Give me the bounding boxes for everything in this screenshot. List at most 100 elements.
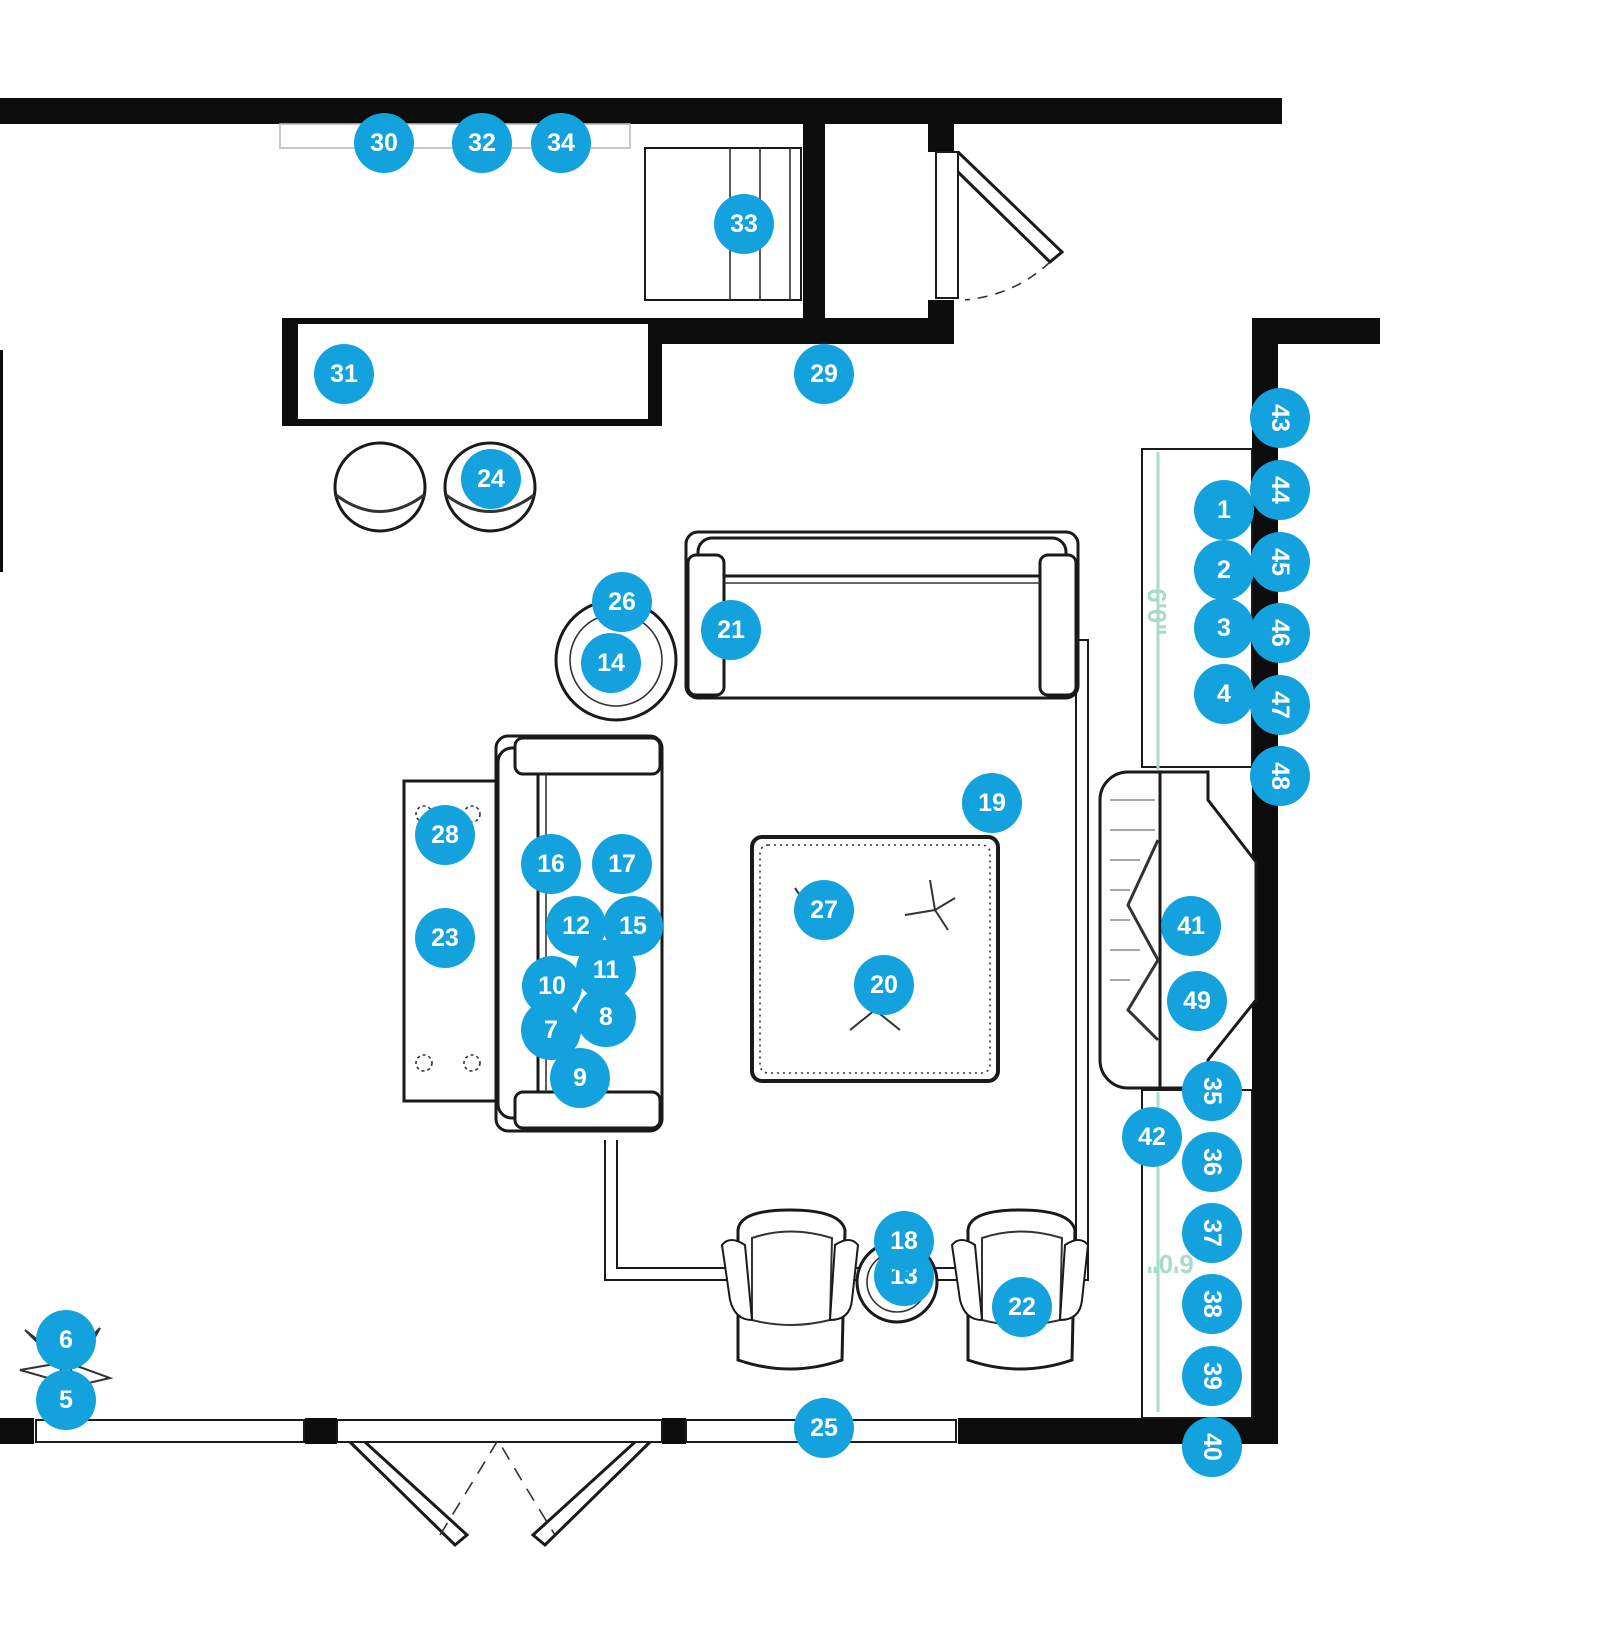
marker-circle — [1250, 388, 1310, 448]
marker-circle — [592, 572, 652, 632]
marker-38[interactable]: 38 — [1182, 1274, 1242, 1334]
marker-28[interactable]: 28 — [415, 805, 475, 865]
marker-46[interactable]: 46 — [1250, 603, 1310, 663]
marker-circle — [1182, 1132, 1242, 1192]
marker-10[interactable]: 10 — [522, 956, 582, 1016]
marker-44[interactable]: 44 — [1250, 460, 1310, 520]
chair-right-arm-r — [1058, 1239, 1090, 1322]
closet-door-leaf — [956, 150, 1065, 265]
marker-1[interactable]: 1 — [1194, 480, 1254, 540]
windows-doors — [35, 123, 1065, 1548]
marker-40[interactable]: 40 — [1182, 1417, 1242, 1477]
marker-circle — [1182, 1346, 1242, 1406]
marker-circle — [576, 987, 636, 1047]
chair-left-arm-l — [720, 1239, 754, 1322]
marker-label: 31 — [330, 360, 358, 388]
marker-label: 3 — [1217, 614, 1231, 642]
marker-label: 12 — [562, 912, 590, 940]
marker-45[interactable]: 45 — [1250, 532, 1310, 592]
bottom-window-left — [35, 1419, 305, 1443]
marker-4[interactable]: 4 — [1194, 664, 1254, 724]
marker-circle — [546, 896, 606, 956]
dimensions: 6'0" 6'0" — [1142, 588, 1194, 1279]
marker-circle — [603, 896, 663, 956]
marker-12[interactable]: 12 — [546, 896, 606, 956]
marker-17[interactable]: 17 — [592, 834, 652, 894]
marker-15[interactable]: 15 — [603, 896, 663, 956]
marker-19[interactable]: 19 — [962, 773, 1022, 833]
marker-circle — [874, 1211, 934, 1271]
bottom-wall-left — [0, 1418, 34, 1444]
marker-48[interactable]: 48 — [1250, 746, 1310, 806]
marker-label: 35 — [1198, 1077, 1226, 1105]
marker-circle — [576, 940, 636, 1000]
marker-label: 48 — [1266, 762, 1294, 790]
marker-label: 11 — [593, 956, 620, 984]
marker-5[interactable]: 5 — [36, 1370, 96, 1430]
marker-label: 5 — [59, 1386, 73, 1414]
marker-3[interactable]: 3 — [1194, 598, 1254, 658]
marker-label: 49 — [1183, 987, 1211, 1015]
marker-14[interactable]: 14 — [581, 633, 641, 693]
bottom-door-frame — [336, 1419, 663, 1443]
marker-32[interactable]: 32 — [452, 113, 512, 173]
marker-31[interactable]: 31 — [314, 344, 374, 404]
marker-35[interactable]: 35 — [1182, 1061, 1242, 1121]
marker-43[interactable]: 43 — [1250, 388, 1310, 448]
marker-29[interactable]: 29 — [794, 344, 854, 404]
sofa-top-back — [696, 536, 1068, 578]
marker-circle — [1250, 603, 1310, 663]
marker-49[interactable]: 49 — [1167, 971, 1227, 1031]
marker-label: 37 — [1198, 1219, 1226, 1247]
marker-8[interactable]: 8 — [576, 987, 636, 1047]
marker-circle — [1182, 1061, 1242, 1121]
marker-6[interactable]: 6 — [36, 1310, 96, 1370]
marker-37[interactable]: 37 — [1182, 1203, 1242, 1263]
dimension-label-top: 6'0" — [1142, 588, 1172, 635]
marker-23[interactable]: 23 — [415, 908, 475, 968]
marker-circle — [354, 113, 414, 173]
marker-25[interactable]: 25 — [794, 1398, 854, 1458]
area-rug — [604, 639, 1089, 1281]
marker-36[interactable]: 36 — [1182, 1132, 1242, 1192]
fireplace-logs — [1126, 839, 1160, 1042]
marker-circle — [415, 805, 475, 865]
marker-circle — [36, 1310, 96, 1370]
marker-21[interactable]: 21 — [701, 600, 761, 660]
marker-circle — [461, 449, 521, 509]
marker-label: 26 — [608, 588, 636, 616]
marker-22[interactable]: 22 — [992, 1277, 1052, 1337]
marker-circle — [1182, 1417, 1242, 1477]
marker-9[interactable]: 9 — [550, 1048, 610, 1108]
marker-label: 20 — [870, 971, 898, 999]
chair-right-arm-l — [950, 1239, 984, 1322]
marker-20[interactable]: 20 — [854, 955, 914, 1015]
marker-30[interactable]: 30 — [354, 113, 414, 173]
marker-7[interactable]: 7 — [521, 1000, 581, 1060]
fireplace-brick — [1110, 799, 1155, 981]
marker-label: 24 — [477, 465, 505, 493]
marker-2[interactable]: 2 — [1194, 540, 1254, 600]
marker-11[interactable]: 11 — [576, 940, 636, 1000]
marker-33[interactable]: 33 — [714, 194, 774, 254]
marker-24[interactable]: 24 — [461, 449, 521, 509]
marker-39[interactable]: 39 — [1182, 1346, 1242, 1406]
marker-42[interactable]: 42 — [1122, 1107, 1182, 1167]
marker-26[interactable]: 26 — [592, 572, 652, 632]
marker-16[interactable]: 16 — [521, 834, 581, 894]
closet-door-jamb — [935, 151, 959, 299]
left-wall-stub — [0, 350, 3, 572]
marker-41[interactable]: 41 — [1161, 896, 1221, 956]
sofa-top — [684, 530, 1080, 700]
marker-label: 34 — [547, 129, 575, 157]
marker-34[interactable]: 34 — [531, 113, 591, 173]
marker-label: 17 — [608, 850, 636, 878]
marker-18[interactable]: 18 — [874, 1211, 934, 1271]
marker-47[interactable]: 47 — [1250, 675, 1310, 735]
marker-27[interactable]: 27 — [794, 880, 854, 940]
marker-circle — [1182, 1274, 1242, 1334]
marker-label: 2 — [1217, 556, 1231, 584]
marker-circle — [1250, 675, 1310, 735]
marker-circle — [522, 956, 582, 1016]
